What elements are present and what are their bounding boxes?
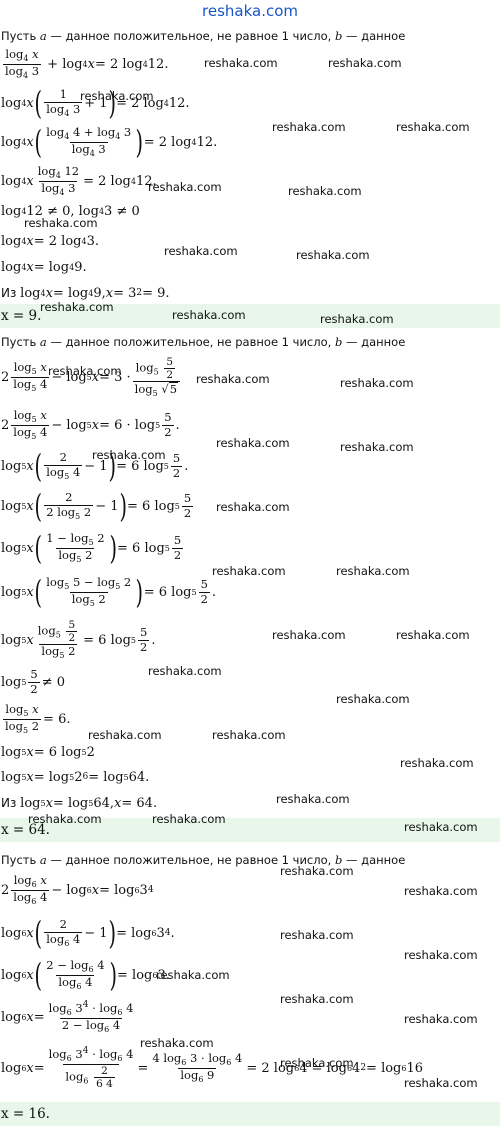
answer-2: x = 64. [0, 818, 500, 842]
watermark: reshaka.com [340, 440, 414, 454]
watermark: reshaka.com [148, 180, 222, 194]
watermark: reshaka.com [164, 244, 238, 258]
watermark: reshaka.com [28, 812, 102, 826]
watermark: reshaka.com [212, 564, 286, 578]
intro-text: Пусть a — данное положительное, не равно… [1, 335, 406, 349]
watermark: reshaka.com [272, 120, 346, 134]
watermark: reshaka.com [280, 928, 354, 942]
watermark: reshaka.com [40, 300, 114, 314]
watermark: reshaka.com [336, 564, 410, 578]
intro-text: Пусть a — данное положительное, не равно… [1, 29, 406, 43]
watermark: reshaka.com [196, 372, 270, 386]
watermark: reshaka.com [404, 820, 478, 834]
watermark: reshaka.com [172, 308, 246, 322]
watermark: reshaka.com [396, 120, 470, 134]
watermark: reshaka.com [396, 628, 470, 642]
watermark: reshaka.com [404, 948, 478, 962]
watermark: reshaka.com [212, 728, 286, 742]
solution-part-1: Пусть a — данное положительное, не равно… [0, 28, 500, 306]
watermark: reshaka.com [336, 692, 410, 706]
watermark: reshaka.com [276, 792, 350, 806]
watermark: reshaka.com [404, 884, 478, 898]
watermark: reshaka.com [280, 1056, 354, 1070]
intro-text: Пусть a — данное положительное, не равно… [1, 853, 406, 867]
answer-1: x = 9. [0, 304, 500, 328]
watermark: reshaka.com [328, 56, 402, 70]
solution-part-2: Пусть a — данное положительное, не равно… [0, 334, 500, 816]
watermark: reshaka.com [296, 248, 370, 262]
watermark: reshaka.com [216, 436, 290, 450]
watermark: reshaka.com [400, 756, 474, 770]
watermark: reshaka.com [156, 968, 230, 982]
answer-3: x = 16. [0, 1102, 500, 1126]
watermark: reshaka.com [280, 992, 354, 1006]
site-title[interactable]: reshaka.com [202, 2, 298, 20]
watermark: reshaka.com [80, 89, 154, 103]
watermark: reshaka.com [24, 216, 98, 230]
watermark: reshaka.com [320, 312, 394, 326]
solution-part-3: Пусть a — данное положительное, не равно… [0, 852, 500, 1126]
watermark: reshaka.com [280, 864, 354, 878]
watermark: reshaka.com [204, 56, 278, 70]
watermark: reshaka.com [152, 812, 226, 826]
watermark: reshaka.com [92, 448, 166, 462]
watermark: reshaka.com [404, 1076, 478, 1090]
watermark: reshaka.com [404, 1012, 478, 1026]
watermark: reshaka.com [48, 364, 122, 378]
watermark: reshaka.com [272, 628, 346, 642]
watermark: reshaka.com [288, 184, 362, 198]
watermark: reshaka.com [140, 1036, 214, 1050]
watermark: reshaka.com [340, 376, 414, 390]
watermark: reshaka.com [216, 500, 290, 514]
watermark: reshaka.com [148, 664, 222, 678]
watermark: reshaka.com [88, 728, 162, 742]
